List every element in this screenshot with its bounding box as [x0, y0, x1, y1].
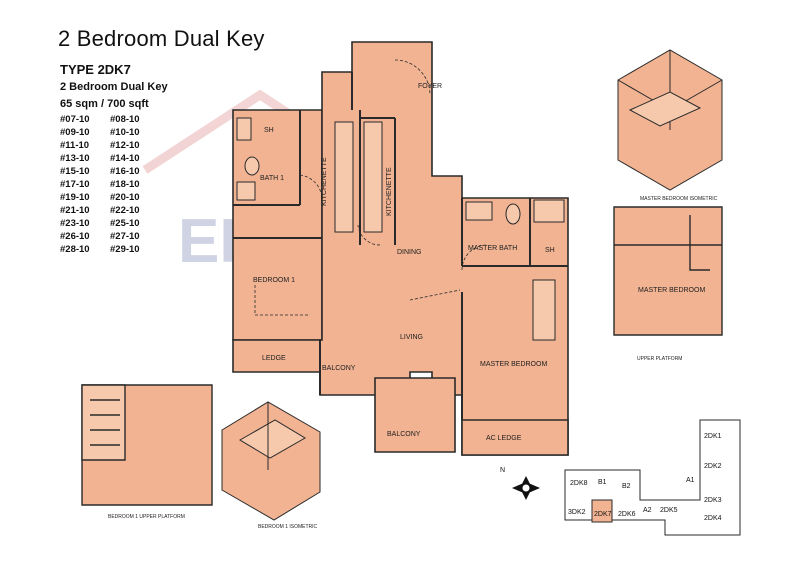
unit-area: 65 sqm / 700 sqft	[60, 98, 149, 110]
sh-label: SH	[264, 127, 274, 134]
unit-number: #16-10	[110, 166, 140, 177]
master-bedroom-label: MASTER BEDROOM	[480, 361, 547, 368]
bedroom1-label: BEDROOM 1	[253, 277, 295, 284]
living-label: LIVING	[400, 334, 423, 341]
master-sh-label: SH	[545, 247, 555, 254]
ledge-label: LEDGE	[262, 355, 286, 362]
key-unit: 3DK2	[568, 509, 586, 516]
door-swings	[254, 59, 487, 316]
unit-number: #18-10	[110, 179, 140, 190]
compass-icon: N	[500, 467, 540, 500]
ac-ledge-label: AC LEDGE	[486, 435, 522, 442]
kitchenette-counter-2	[363, 121, 383, 233]
bedroom1-upper-platform: BEDROOM 1 UPPER PLATFORM	[81, 384, 213, 520]
unit-number: #22-10	[110, 205, 140, 216]
unit-number: #13-10	[60, 153, 90, 164]
unit-number: #21-10	[60, 205, 90, 216]
unit-number: #23-10	[60, 218, 90, 229]
north-label: N	[500, 467, 505, 474]
unit-number: #28-10	[60, 244, 90, 255]
unit-subtitle: 2 Bedroom Dual Key	[60, 81, 168, 93]
bath1-label: BATH 1	[260, 175, 284, 182]
left-block	[232, 109, 323, 341]
interior-walls	[233, 72, 568, 420]
key-unit: 2DK6	[618, 511, 636, 518]
lower-balcony-label: BALCONY	[387, 431, 421, 438]
master-shower	[533, 199, 565, 223]
dining-label: DINING	[397, 249, 422, 256]
bedroom1-isometric-drawing: BEDROOM 1 ISOMETRIC	[221, 401, 321, 530]
balcony-label: BALCONY	[322, 365, 356, 372]
unit-number: #27-10	[110, 231, 140, 242]
room-labels: FOYER SH BATH 1 KITCHENETTE KITCHENETTE …	[253, 83, 555, 442]
key-unit: 2DK3	[704, 497, 722, 504]
master-isometric-drawing: MASTER BEDROOM ISOMETRIC	[617, 49, 723, 202]
key-unit: A1	[686, 477, 695, 484]
unit-number: #11-10	[60, 140, 90, 151]
key-unit-highlighted: 2DK7	[594, 511, 612, 518]
unit-number: #25-10	[110, 218, 140, 229]
kitchenette-label: KITCHENETTE	[321, 157, 328, 206]
bedroom1-upper-label: BEDROOM 1 UPPER PLATFORM	[108, 514, 185, 520]
ac-ledge-block	[461, 419, 569, 456]
key-unit: A2	[643, 507, 652, 514]
key-plan: 2DK1 2DK2 A1 2DK3 2DK4 2DK8 B1 B2 3DK2 2…	[564, 419, 741, 536]
master-isometric-label: MASTER BEDROOM ISOMETRIC	[640, 196, 718, 202]
unit-number: #09-10	[60, 127, 90, 138]
master-bedroom-inset-label: MASTER BEDROOM	[638, 287, 705, 294]
key-unit: 2DK2	[704, 463, 722, 470]
unit-number-list: #07-10 #08-10 #09-10 #10-10 #11-10 #12-1…	[60, 115, 160, 255]
sink-fixture	[236, 117, 252, 141]
kitchenette-label-2: KITCHENETTE	[386, 167, 393, 216]
page-title: 2 Bedroom Dual Key	[58, 26, 265, 51]
wardrobe	[532, 279, 556, 341]
unit-number: #26-10	[60, 231, 90, 242]
unit-number: #12-10	[110, 140, 140, 151]
key-unit: 2DK5	[660, 507, 678, 514]
key-unit: 2DK1	[704, 433, 722, 440]
unit-number: #14-10	[110, 153, 140, 164]
master-upper-platform: MASTER BEDROOM UPPER PLATFORM	[613, 206, 723, 362]
unit-number: #08-10	[110, 114, 140, 125]
master-basin	[465, 201, 493, 221]
key-unit: 2DK4	[704, 515, 722, 522]
unit-number: #15-10	[60, 166, 90, 177]
kitchenette-counter	[334, 121, 354, 233]
unit-number: #29-10	[110, 244, 140, 255]
key-unit: 2DK8	[570, 480, 588, 487]
lower-balcony-block	[374, 377, 456, 453]
unit-number: #10-10	[110, 127, 140, 138]
unit-type-title: TYPE 2DK7	[60, 62, 131, 77]
master-toilet	[505, 203, 521, 225]
unit-number: #17-10	[60, 179, 90, 190]
toilet-fixture	[244, 156, 260, 176]
unit-number: #19-10	[60, 192, 90, 203]
key-unit: B2	[622, 483, 631, 490]
fixtures	[236, 117, 565, 341]
master-bath-label: MASTER BATH	[468, 245, 517, 252]
master-upper-label: UPPER PLATFORM	[637, 356, 682, 362]
basin-fixture	[236, 181, 256, 201]
unit-number: #07-10	[60, 114, 90, 125]
key-unit: B1	[598, 479, 607, 486]
bedroom1-isometric-label: BEDROOM 1 ISOMETRIC	[258, 524, 318, 530]
foyer-label: FOYER	[418, 83, 442, 90]
unit-number: #20-10	[110, 192, 140, 203]
